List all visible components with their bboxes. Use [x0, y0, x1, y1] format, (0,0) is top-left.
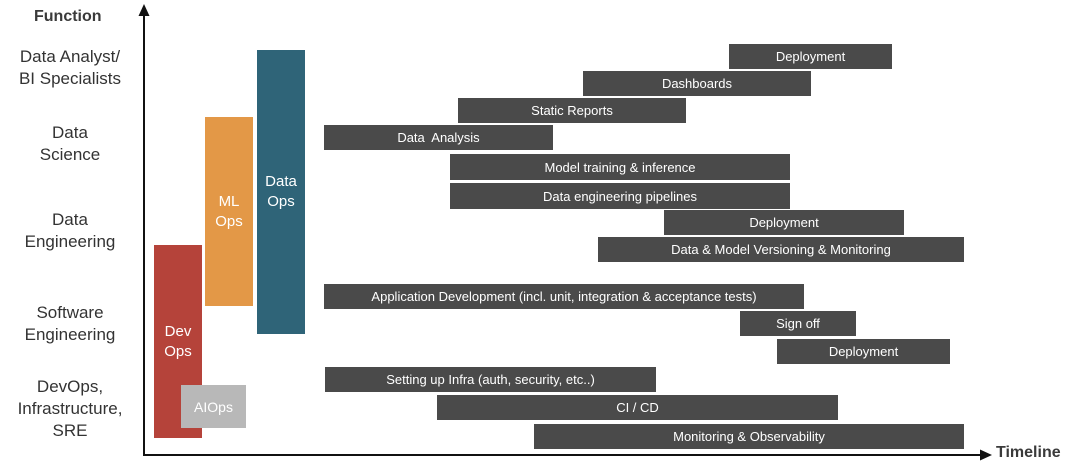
function-label-data-science: Data Science [39, 123, 101, 164]
x-axis-arrowhead [980, 449, 992, 461]
aiops-block: AIOps [181, 385, 246, 428]
bar-versioning-monitoring: Data & Model Versioning & Monitoring [598, 237, 964, 262]
mlops-block: ML Ops [205, 117, 253, 306]
function-label-data-analyst: Data Analyst/ BI Specialists [18, 47, 122, 88]
bar-sign-off: Sign off [740, 311, 856, 336]
bar-data-pipelines: Data engineering pipelines [450, 183, 790, 209]
bar-monitoring-observability: Monitoring & Observability [534, 424, 964, 449]
bar-analyst-deployment: Deployment [729, 44, 892, 69]
y-axis-arrowhead [138, 4, 150, 16]
x-axis-title: Timeline [996, 444, 1061, 461]
function-label-devops-infra-sre: DevOps, Infrastructure, SRE [17, 377, 123, 440]
bar-dashboards: Dashboards [583, 71, 811, 96]
bar-ci-cd: CI / CD [437, 395, 838, 420]
bar-infra-setup: Setting up Infra (auth, security, etc..) [325, 367, 656, 392]
function-label-data-engineering: Data Engineering [24, 210, 116, 251]
function-label-software-engineering: Software Engineering [24, 303, 116, 344]
bar-model-training: Model training & inference [450, 154, 790, 180]
bar-static-reports: Static Reports [458, 98, 686, 123]
bar-se-deployment: Deployment [777, 339, 950, 364]
bar-application-development: Application Development (incl. unit, int… [324, 284, 804, 309]
bar-data-analysis: Data Analysis [324, 125, 553, 150]
y-axis-title: Function [34, 8, 102, 25]
bar-de-deployment: Deployment [664, 210, 904, 235]
dataops-block: Data Ops [257, 50, 305, 334]
devops-block: Dev Ops [154, 245, 202, 438]
